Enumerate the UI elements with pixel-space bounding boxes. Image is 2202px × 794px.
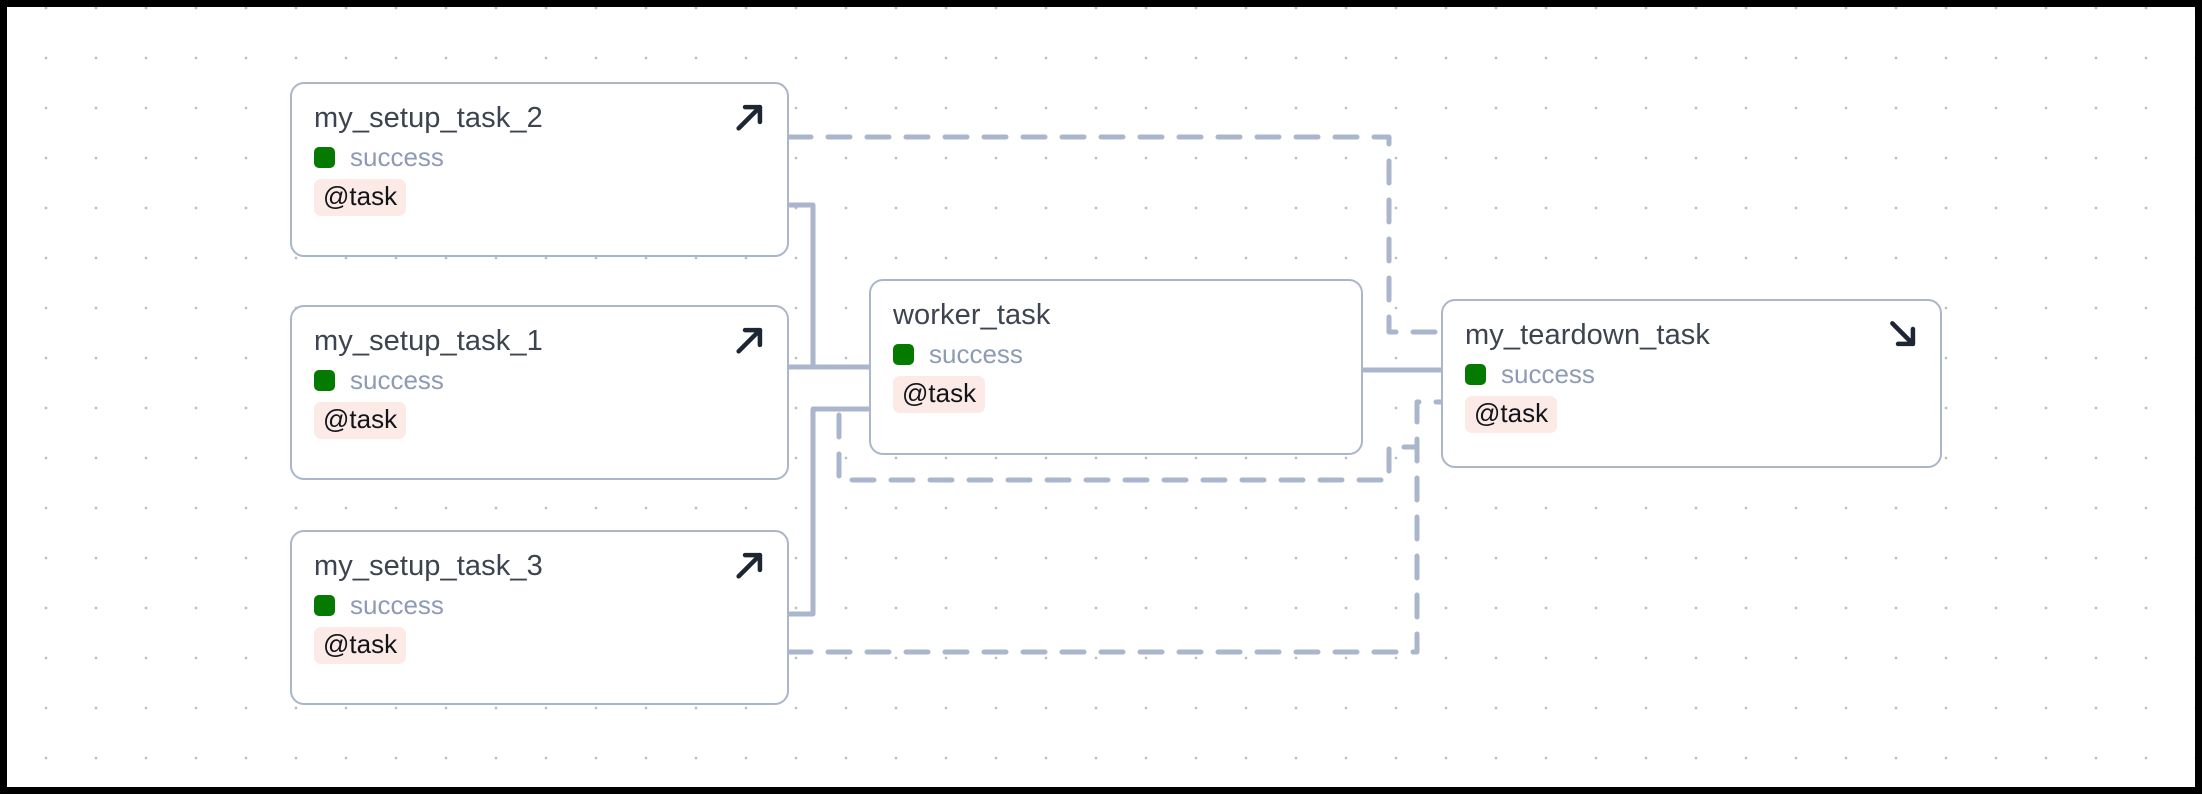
node-title: my_setup_task_2 (314, 102, 543, 134)
node-badge-row: @task (1465, 396, 1918, 434)
node-my-setup-task-3[interactable]: my_setup_task_3 success @task (290, 530, 789, 705)
node-status: success (314, 367, 765, 393)
task-type-badge: @task (314, 179, 407, 217)
task-type-badge: @task (1465, 396, 1558, 434)
status-label: success (1501, 359, 1595, 390)
arrow-up-right-icon (733, 323, 767, 357)
node-title: my_teardown_task (1465, 319, 1710, 351)
node-badge-row: @task (314, 627, 765, 665)
node-badge-row: @task (314, 179, 765, 217)
node-my-setup-task-1[interactable]: my_setup_task_1 success @task (290, 305, 789, 480)
status-success-swatch (314, 369, 335, 391)
status-label: success (350, 365, 444, 396)
node-title: my_setup_task_1 (314, 325, 543, 357)
node-my-setup-task-2[interactable]: my_setup_task_2 success @task (290, 82, 789, 257)
status-success-swatch (893, 343, 914, 365)
edge-setup3-worker (786, 406, 872, 617)
node-badge-row: @task (314, 402, 765, 440)
task-type-badge: @task (893, 376, 986, 414)
node-title: my_setup_task_3 (314, 550, 543, 582)
status-success-swatch (1465, 363, 1486, 385)
node-badge-row: @task (893, 376, 1339, 414)
node-status: success (314, 144, 765, 170)
edge-setup2-worker (786, 202, 872, 370)
node-status: success (314, 592, 765, 618)
arrow-down-right-icon (1886, 317, 1920, 351)
node-status: success (1465, 361, 1918, 387)
status-label: success (350, 142, 444, 173)
node-my-teardown-task[interactable]: my_teardown_task success @task (1441, 299, 1942, 468)
node-status: success (893, 341, 1339, 367)
arrow-up-right-icon (733, 548, 767, 582)
arrow-up-right-icon (733, 100, 767, 134)
status-success-swatch (314, 146, 335, 168)
status-success-swatch (314, 594, 335, 616)
status-label: success (929, 339, 1023, 370)
node-worker-task[interactable]: worker_task success @task (869, 279, 1363, 455)
task-type-badge: @task (314, 402, 407, 440)
task-type-badge: @task (314, 627, 407, 665)
node-title: worker_task (893, 299, 1051, 331)
status-label: success (350, 590, 444, 621)
